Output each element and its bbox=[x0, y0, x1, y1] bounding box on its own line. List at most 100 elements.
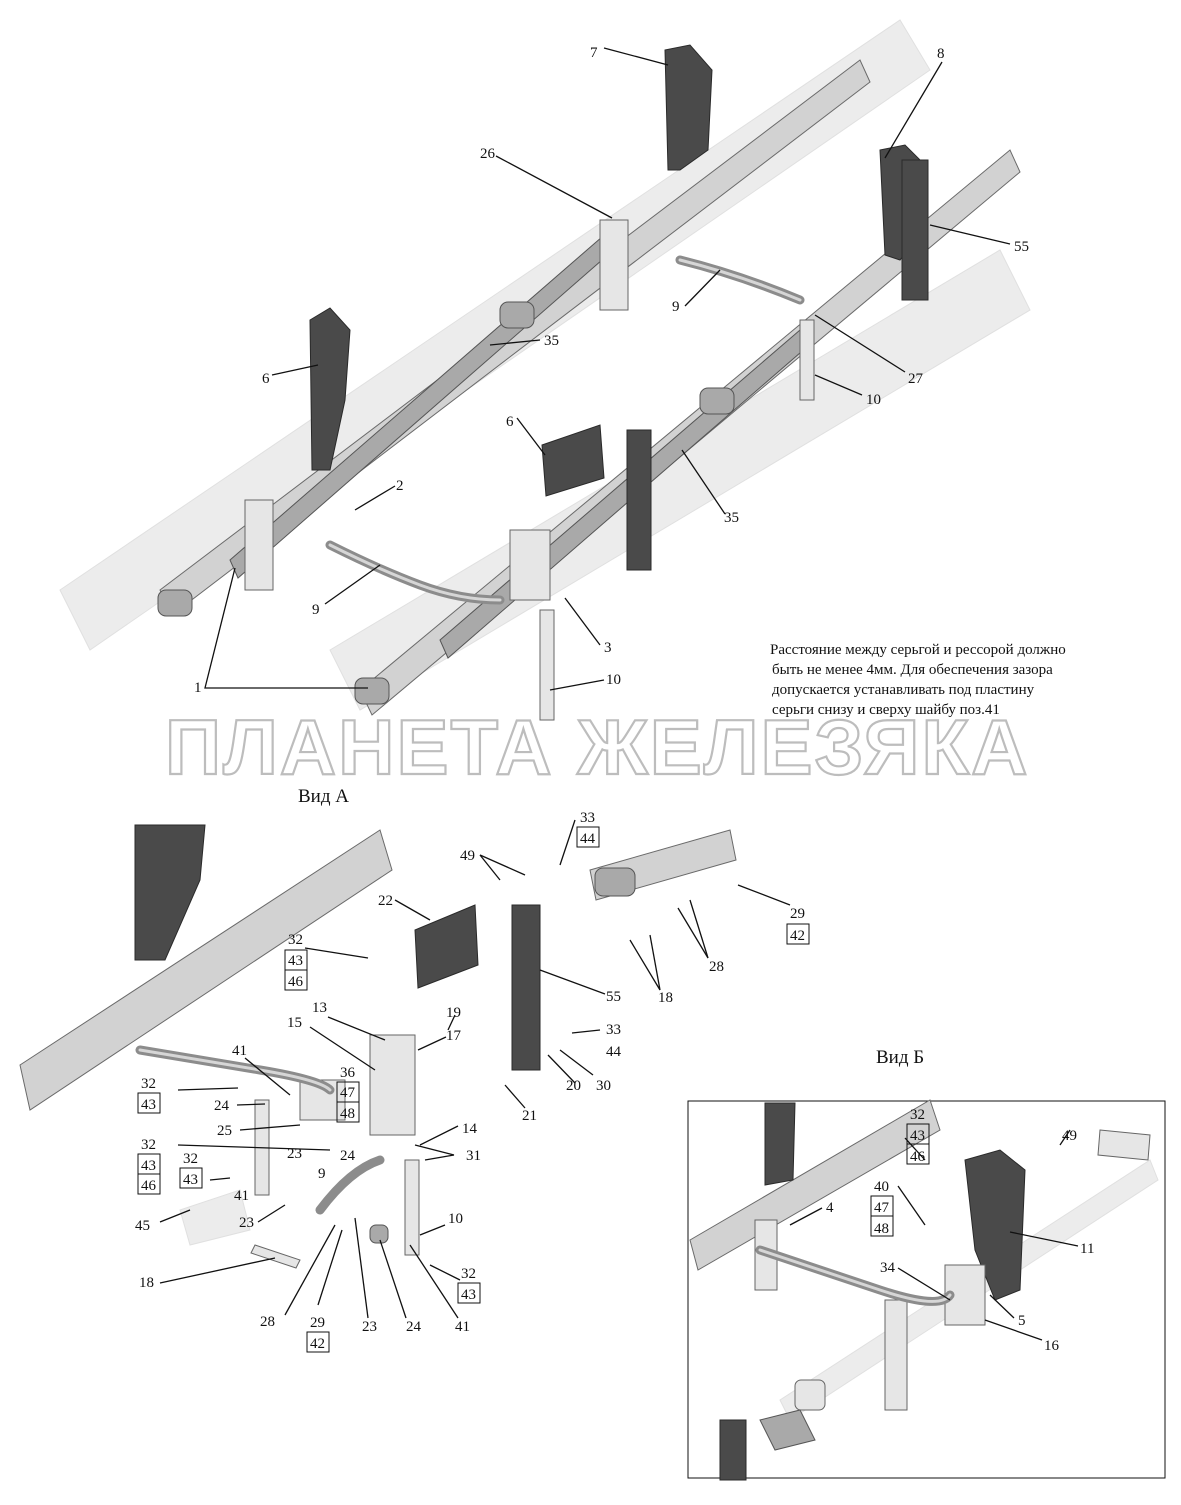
hanger-mid bbox=[599, 219, 629, 311]
va-callout-20: 20 bbox=[566, 1078, 581, 1094]
va-callout-30: 30 bbox=[596, 1078, 611, 1094]
note-line-3: допускается устанавливать под пластину bbox=[772, 682, 1035, 698]
view-b-bolt-49 bbox=[1097, 1129, 1151, 1161]
mount-3 bbox=[509, 529, 551, 601]
vb-callout-11: 11 bbox=[1080, 1241, 1094, 1257]
va-callout-19: 19 bbox=[446, 1005, 461, 1021]
view-a-mount-13 bbox=[369, 1034, 416, 1136]
va-callout-23c: 23 bbox=[362, 1319, 377, 1335]
callout-10: 10 bbox=[866, 392, 881, 408]
va-callout-43c: 43 bbox=[141, 1158, 156, 1174]
spring-eye-2 bbox=[354, 677, 390, 705]
view-a-bushing-24 bbox=[369, 1224, 389, 1244]
callout-boxes-view-a bbox=[137, 826, 810, 1353]
va-callout-41b: 41 bbox=[234, 1188, 249, 1204]
va-callout-42: 42 bbox=[790, 928, 805, 944]
callouts-view-a: 33 44 49 29 42 22 28 32 43 46 55 18 13 1… bbox=[135, 810, 805, 1352]
view-a-ghost-eye bbox=[179, 1189, 251, 1246]
va-callout-23: 23 bbox=[287, 1146, 302, 1162]
va-callout-45: 45 bbox=[135, 1218, 150, 1234]
view-a-spring-eye bbox=[594, 867, 636, 897]
va-callout-24: 24 bbox=[214, 1098, 230, 1114]
view-a-plate-22 bbox=[414, 904, 479, 989]
spring-eye-1 bbox=[157, 589, 193, 617]
va-callout-25: 25 bbox=[217, 1123, 232, 1139]
va-callout-32: 32 bbox=[288, 932, 303, 948]
view-b-plate bbox=[759, 1409, 816, 1451]
va-callout-46b: 46 bbox=[141, 1178, 157, 1194]
view-b-bracket bbox=[764, 1102, 796, 1186]
spring-eye-3 bbox=[499, 301, 535, 329]
view-a-shock-55 bbox=[511, 904, 541, 1071]
view-b-spring-eye bbox=[794, 1379, 826, 1411]
view-b-shock-11 bbox=[964, 1149, 1026, 1301]
callout-3: 3 bbox=[604, 640, 612, 656]
va-callout-17: 17 bbox=[446, 1028, 462, 1044]
callout-boxes-view-b bbox=[870, 1123, 930, 1237]
vb-callout-40: 40 bbox=[874, 1179, 889, 1195]
view-b-link bbox=[884, 1299, 908, 1411]
view-b-shock-lower bbox=[719, 1419, 747, 1481]
bracket-7 bbox=[664, 44, 713, 171]
va-callout-18b: 18 bbox=[139, 1275, 154, 1291]
callout-27: 27 bbox=[908, 371, 924, 387]
va-callout-33b: 33 bbox=[606, 1022, 621, 1038]
va-callout-13: 13 bbox=[312, 1000, 327, 1016]
view-a-stabilizer-9 bbox=[315, 1155, 385, 1215]
va-callout-21: 21 bbox=[522, 1108, 537, 1124]
va-callout-43b: 43 bbox=[141, 1097, 156, 1113]
spring-upper-right bbox=[439, 329, 809, 659]
vb-callout-48: 48 bbox=[874, 1221, 889, 1237]
callout-10b: 10 bbox=[606, 672, 621, 688]
callout-7: 7 bbox=[590, 45, 598, 61]
va-callout-43e: 43 bbox=[461, 1287, 476, 1303]
top-assembly bbox=[59, 19, 1031, 721]
va-callout-48: 48 bbox=[340, 1106, 355, 1122]
va-callout-33: 33 bbox=[580, 810, 595, 826]
hanger-left bbox=[244, 499, 274, 591]
va-callout-31: 31 bbox=[466, 1148, 481, 1164]
va-callout-49: 49 bbox=[460, 848, 475, 864]
va-callout-43: 43 bbox=[288, 953, 303, 969]
view-b-frame bbox=[687, 1100, 1166, 1479]
vb-callout-34: 34 bbox=[880, 1260, 896, 1276]
vb-callout-32: 32 bbox=[910, 1107, 925, 1123]
callout-35b: 35 bbox=[724, 510, 739, 526]
va-callout-44b: 44 bbox=[606, 1044, 622, 1060]
plate-6-center bbox=[541, 424, 605, 497]
view-a-spring bbox=[19, 829, 393, 1111]
view-a-title: Вид А bbox=[298, 786, 349, 807]
callout-9: 9 bbox=[672, 299, 680, 315]
link-10-lower bbox=[539, 609, 555, 721]
callouts-top: 7 8 26 55 9 27 6 35 10 2 6 35 9 3 10 1 bbox=[194, 45, 1029, 696]
va-callout-9: 9 bbox=[318, 1166, 326, 1182]
va-callout-32b: 32 bbox=[141, 1076, 156, 1092]
va-callout-41: 41 bbox=[232, 1043, 247, 1059]
vb-callout-5: 5 bbox=[1018, 1313, 1026, 1329]
view-b-spring bbox=[689, 1099, 941, 1271]
view-a-bracket bbox=[134, 824, 206, 961]
va-callout-55: 55 bbox=[606, 989, 621, 1005]
callout-6b: 6 bbox=[506, 414, 514, 430]
va-callout-24c: 24 bbox=[406, 1319, 422, 1335]
callout-8: 8 bbox=[937, 46, 945, 62]
va-callout-32c: 32 bbox=[141, 1137, 156, 1153]
va-callout-32e: 32 bbox=[461, 1266, 476, 1282]
vb-callout-43: 43 bbox=[910, 1128, 925, 1144]
va-callout-14: 14 bbox=[462, 1121, 478, 1137]
view-b-title: Вид Б bbox=[876, 1047, 924, 1068]
va-callout-41c: 41 bbox=[455, 1319, 470, 1335]
note-line-4: серьги снизу и сверху шайбу поз.41 bbox=[772, 702, 1000, 718]
callout-55: 55 bbox=[1014, 239, 1029, 255]
view-a-assembly bbox=[19, 819, 791, 1319]
va-callout-47: 47 bbox=[340, 1085, 356, 1101]
bracket-6 bbox=[309, 307, 351, 471]
va-callout-10: 10 bbox=[448, 1211, 463, 1227]
vb-callout-49: 49 bbox=[1062, 1128, 1077, 1144]
va-callout-28b: 28 bbox=[260, 1314, 275, 1330]
va-callout-32d: 32 bbox=[183, 1151, 198, 1167]
shock-absorber-center bbox=[626, 429, 652, 571]
view-a-link-10 bbox=[404, 1159, 420, 1256]
